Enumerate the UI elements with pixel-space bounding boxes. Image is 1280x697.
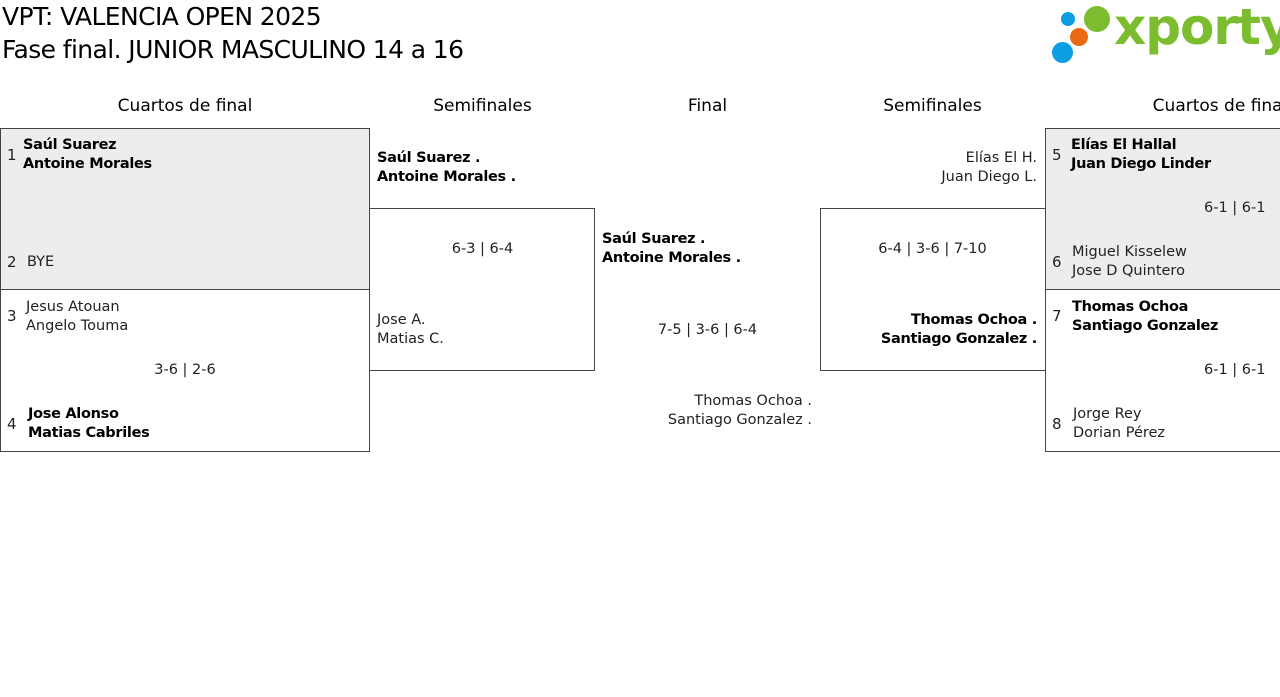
logo-dot-blue-small [1061, 12, 1075, 26]
logo-wordmark: xporty [1114, 0, 1280, 56]
player-name: Thomas Ochoa . [910, 312, 1037, 328]
match-score: 6-3 | 6-4 [451, 241, 514, 257]
page-subtitle: Fase final. JUNIOR MASCULINO 14 a 16 [2, 35, 464, 64]
player-name: Dorian Pérez [1073, 425, 1166, 441]
match-qf-left-1 [0, 128, 370, 290]
player-name: Juan Diego Linder [1071, 156, 1211, 172]
match-score: 6-1 | 6-1 [1204, 200, 1266, 216]
match-sf-left [369, 208, 595, 371]
player-name: Antoine Morales . [602, 250, 741, 266]
round-header-sf-left: Semifinales [433, 96, 532, 116]
player-name: Saúl Suarez [23, 137, 117, 153]
logo-dot-green [1084, 6, 1110, 32]
seed-number: 7 [1052, 307, 1062, 325]
player-name: Jorge Rey [1073, 406, 1142, 422]
seed-number: 5 [1052, 146, 1062, 164]
player-name: Miguel Kisselew [1072, 244, 1187, 260]
logo-dot-orange [1070, 28, 1088, 46]
player-name: Jose D Quintero [1072, 263, 1185, 279]
seed-number: 6 [1052, 253, 1062, 271]
player-name: BYE [27, 254, 55, 270]
seed-number: 1 [7, 146, 17, 164]
player-name: Saúl Suarez . [377, 150, 481, 166]
player-name: Saúl Suarez . [602, 231, 706, 247]
round-header-sf-right: Semifinales [883, 96, 982, 116]
player-name: Antoine Morales [23, 156, 152, 172]
seed-number: 2 [7, 253, 17, 271]
player-name: Elías El H. [965, 150, 1037, 166]
xporty-logo: xporty [1052, 0, 1280, 66]
player-name: Jose Alonso [28, 406, 119, 422]
seed-number: 8 [1052, 415, 1062, 433]
match-score: 6-1 | 6-1 [1204, 362, 1266, 378]
player-name: Jose A. [377, 312, 426, 328]
round-header-qf-right: Cuartos de final [1152, 96, 1280, 116]
player-name: Elías El Hallal [1071, 137, 1177, 153]
round-header-final: Final [687, 96, 728, 116]
player-name: Juan Diego L. [941, 169, 1037, 185]
match-score: 7-5 | 3-6 | 6-4 [657, 322, 758, 338]
match-score: 6-4 | 3-6 | 7-10 [878, 241, 987, 257]
player-name: Matias C. [377, 331, 444, 347]
round-header-qf-left: Cuartos de final [117, 96, 253, 116]
match-qf-right-1 [1045, 128, 1280, 290]
player-name: Santiago Gonzalez . [880, 331, 1037, 347]
player-name: Jesus Atouan [26, 299, 120, 315]
match-score: 3-6 | 2-6 [154, 362, 216, 378]
page-title: VPT: VALENCIA OPEN 2025 [2, 2, 322, 31]
player-name: Angelo Touma [26, 318, 129, 334]
match-qf-right-2 [1045, 289, 1280, 452]
logo-dot-blue-large [1052, 42, 1073, 63]
player-name: Santiago Gonzalez [1072, 318, 1219, 334]
player-name: Thomas Ochoa [1072, 299, 1189, 315]
player-name: Matias Cabriles [28, 425, 150, 441]
player-name: Antoine Morales . [377, 169, 516, 185]
player-name: Santiago Gonzalez . [667, 412, 812, 428]
seed-number: 4 [7, 415, 17, 433]
seed-number: 3 [7, 307, 17, 325]
player-name: Thomas Ochoa . [694, 393, 812, 409]
